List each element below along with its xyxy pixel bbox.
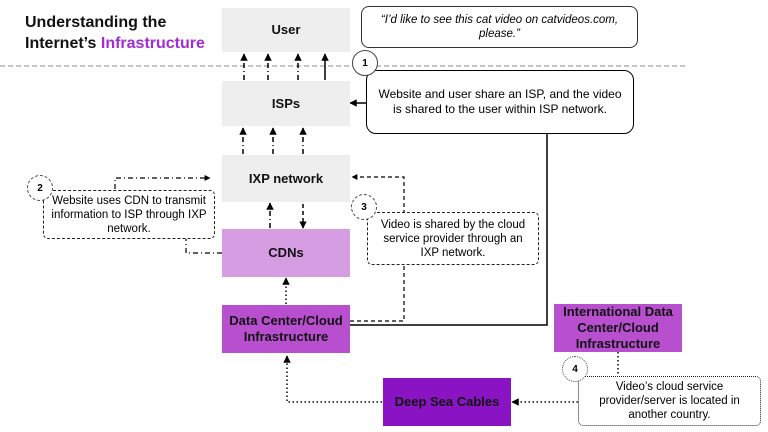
node-user: User bbox=[222, 8, 350, 52]
scenario-3-badge: 3 bbox=[351, 194, 377, 220]
scenario-2-badge: 2 bbox=[27, 175, 53, 201]
callout-scenario-4: Video’s cloud service provider/server is… bbox=[578, 376, 761, 426]
route-1-solid bbox=[350, 133, 548, 326]
scenario-1-badge: 1 bbox=[352, 50, 378, 76]
diagram-title: Understanding the Internet’s Infrastruct… bbox=[25, 12, 205, 54]
callout-scenario-3: Video is shared by the cloud service pro… bbox=[367, 212, 539, 265]
route-2-dashdot bbox=[185, 239, 222, 254]
title-accent: Infrastructure bbox=[100, 35, 205, 52]
route-4-dotted-to-dc bbox=[283, 355, 382, 403]
ixp-to-isp-arrows bbox=[239, 127, 307, 154]
user-quote-bubble: “I’d like to see this cat video on catvi… bbox=[361, 6, 638, 48]
node-deep-sea-cables: Deep Sea Cables bbox=[383, 378, 511, 426]
title-line-1: Understanding the bbox=[25, 14, 167, 31]
title-prefix: Internet’s bbox=[25, 35, 101, 52]
scenario-4-badge: 4 bbox=[562, 356, 588, 382]
callout-scenario-1: Website and user share an ISP, and the v… bbox=[366, 70, 634, 134]
callout-scenario-2: Website uses CDN to transmit information… bbox=[43, 190, 215, 239]
node-ixp-network: IXP network bbox=[222, 155, 350, 202]
node-datacenter: Data Center/Cloud Infrastructure bbox=[222, 305, 350, 353]
node-isps: ISPs bbox=[222, 81, 350, 126]
node-intl-datacenter: International Data Center/Cloud Infrastr… bbox=[554, 304, 682, 352]
isp-to-user-arrows bbox=[240, 53, 329, 80]
route-2-dashdot-up bbox=[114, 175, 211, 189]
node-cdns: CDNs bbox=[222, 229, 350, 277]
title-line-2: Internet’s Infrastructure bbox=[25, 33, 205, 54]
